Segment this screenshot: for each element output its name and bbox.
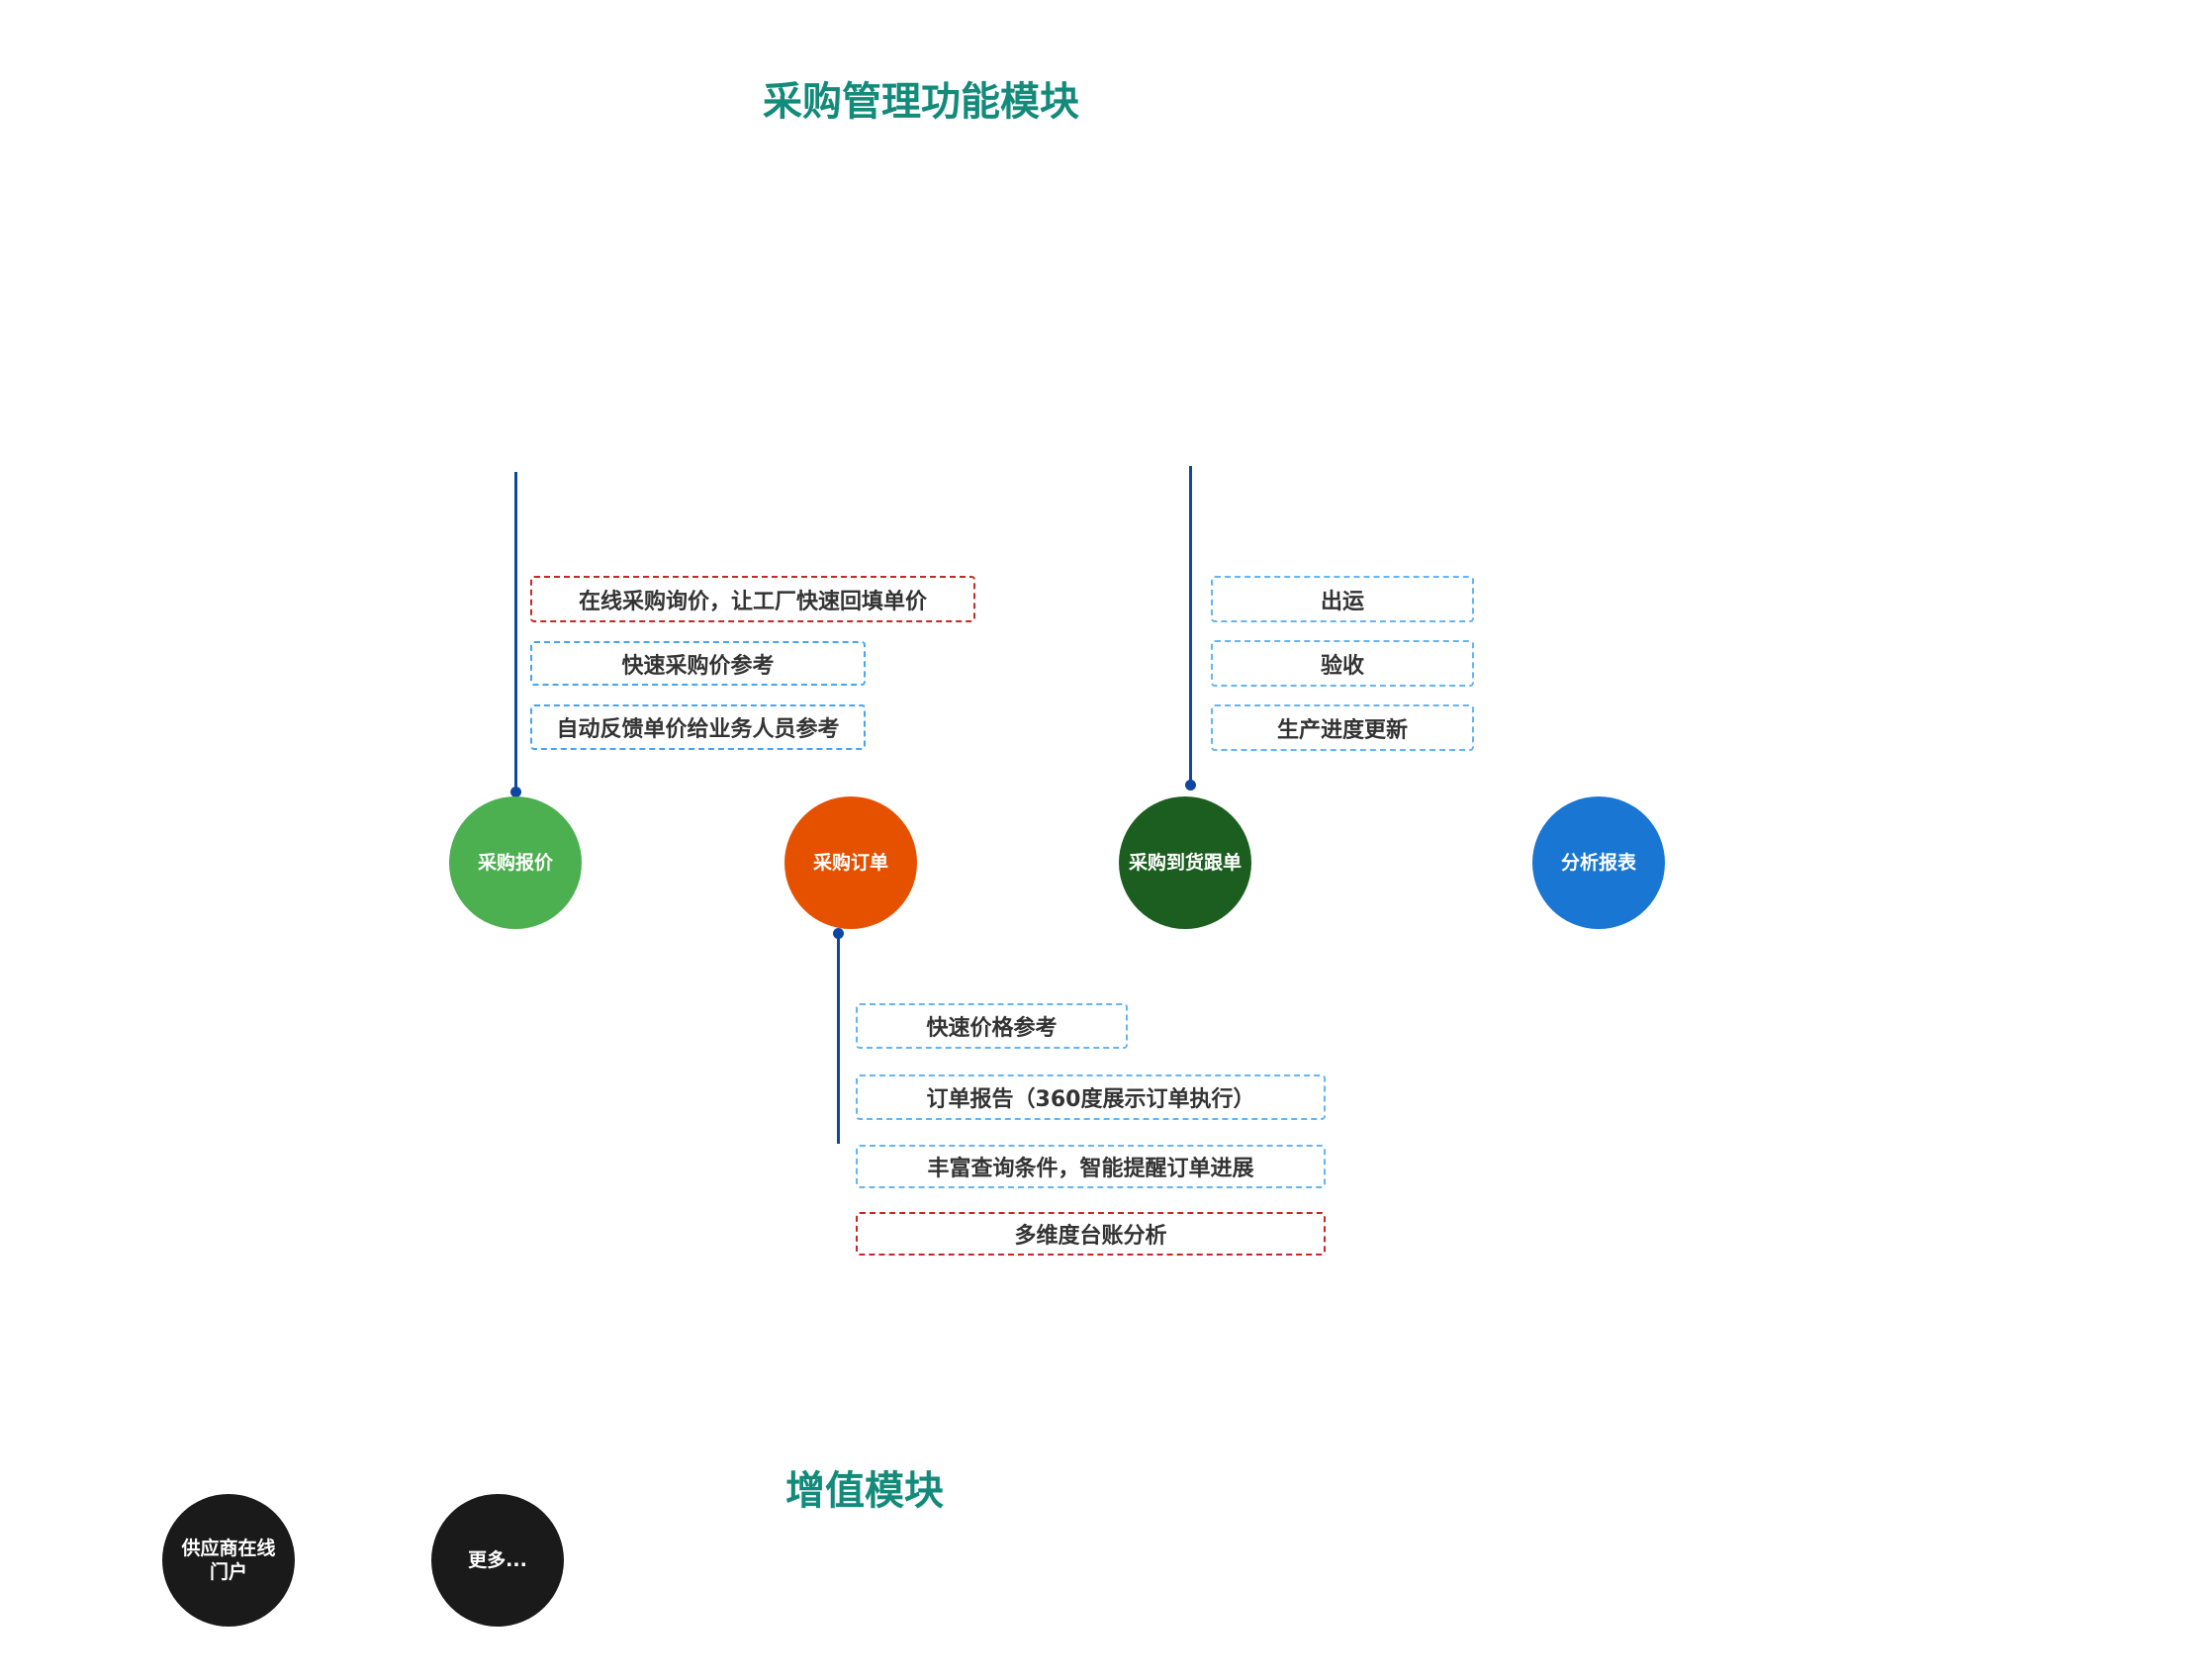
feature-quick-price: 快速价格参考 (856, 1003, 1128, 1049)
connector-line-quote (514, 472, 517, 793)
feature-auto-feedback: 自动反馈单价给业务人员参考 (530, 704, 866, 750)
module-more[interactable]: 更多... (431, 1494, 564, 1627)
feature-quick-price-reference: 快速采购价参考 (530, 641, 866, 686)
feature-online-inquiry: 在线采购询价，让工厂快速回填单价 (530, 576, 975, 622)
feature-acceptance: 验收 (1211, 640, 1474, 687)
module-analysis-report[interactable]: 分析报表 (1532, 796, 1665, 929)
feature-query-reminder: 丰富查询条件，智能提醒订单进展 (856, 1145, 1326, 1188)
feature-shipment: 出运 (1211, 576, 1474, 622)
module-supplier-portal[interactable]: 供应商在线门户 (162, 1494, 295, 1627)
feature-production-progress: 生产进度更新 (1211, 704, 1474, 751)
feature-ledger-analysis: 多维度台账分析 (856, 1212, 1326, 1256)
connector-dot-order (833, 928, 844, 939)
connector-dot-quote (510, 787, 521, 797)
main-title: 采购管理功能模块 (763, 79, 1079, 125)
module-purchase-quote[interactable]: 采购报价 (449, 796, 582, 929)
connector-line-order (837, 933, 840, 1144)
connector-line-tracking (1189, 466, 1192, 786)
connector-dot-tracking (1185, 780, 1196, 791)
value-added-title: 增值模块 (785, 1468, 944, 1514)
module-delivery-tracking[interactable]: 采购到货跟单 (1119, 796, 1251, 929)
module-purchase-order[interactable]: 采购订单 (784, 796, 917, 929)
feature-order-report: 订单报告（360度展示订单执行） (856, 1074, 1326, 1120)
